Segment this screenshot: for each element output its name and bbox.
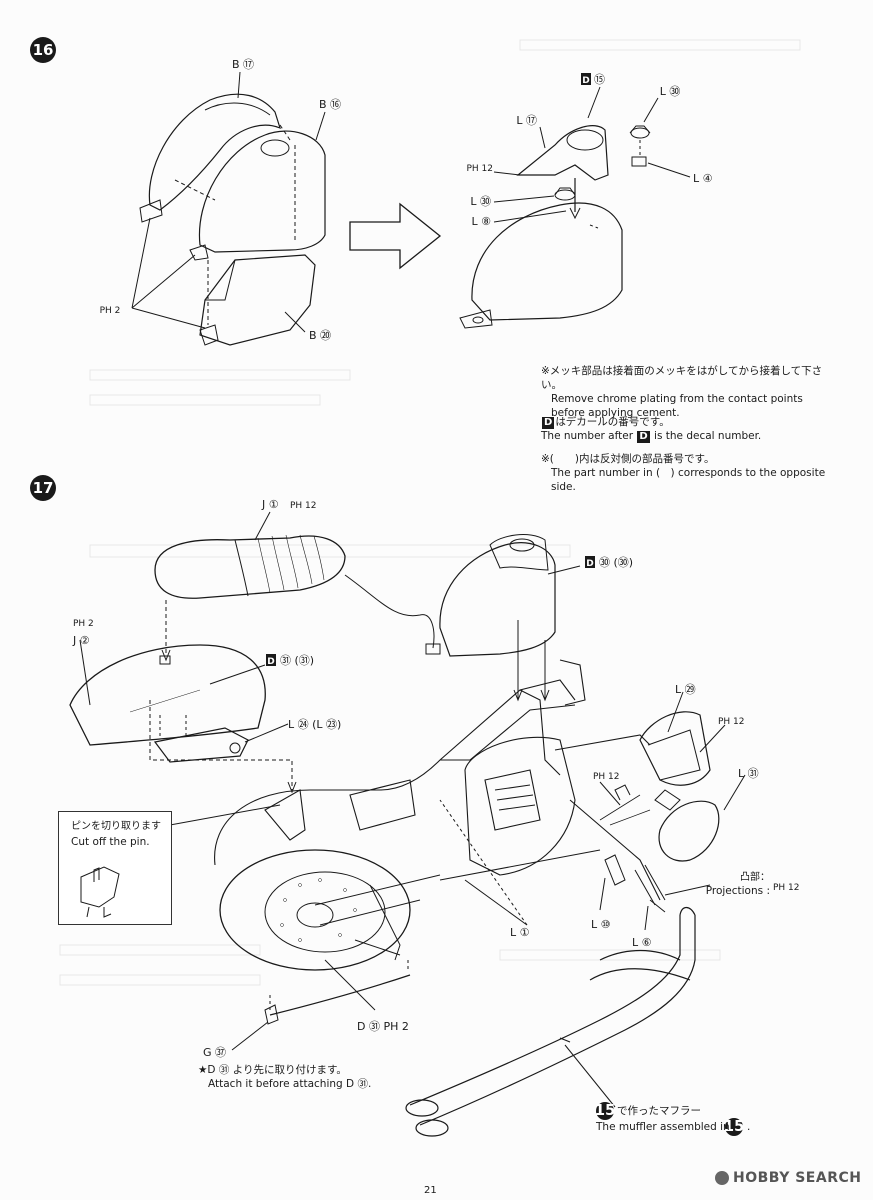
muffler-note-jp-line: で作ったマフラー [617, 1104, 817, 1118]
chrome-note: ※メッキ部品は接着面のメッキをはがしてから接着して下さい。 Remove chr… [541, 364, 841, 420]
svg-text:L ㉚: L ㉚ [660, 85, 681, 98]
rod-g87 [269, 974, 411, 1016]
svg-text:B ⑰: B ⑰ [232, 58, 254, 71]
rear-wheel [219, 849, 441, 971]
svg-text:15: 15 [724, 1117, 745, 1135]
seat-j1 [154, 535, 346, 599]
svg-text:L ①: L ① [510, 926, 530, 939]
svg-text:L ㉔ (L ㉓): L ㉔ (L ㉓) [288, 718, 341, 731]
svg-text:PH 12: PH 12 [718, 717, 745, 727]
svg-text:L ㉛: L ㉛ [738, 767, 759, 780]
cut-pin-jp: ピンを切り取ります [71, 821, 161, 832]
svg-text:L ④: L ④ [693, 172, 713, 185]
svg-text:PH 12: PH 12 [466, 164, 493, 174]
muffler-note-period: . [747, 1121, 751, 1133]
svg-text:PH 12: PH 12 [593, 772, 620, 782]
tank-step17 [439, 542, 556, 657]
chrome-note-jp: ※メッキ部品は接着面のメッキをはがしてから接着して下さい。 [541, 365, 823, 391]
svg-text:D ㉛ PH 2: D ㉛ PH 2 [357, 1020, 409, 1033]
svg-text:㉛ (㉛): ㉛ (㉛) [280, 654, 314, 667]
step-16-badge: 16 [30, 37, 56, 63]
cut-pin-en: Cut off the pin. [71, 836, 150, 848]
attach-first-note: ★D ㉛ より先に取り付けます。 Attach it before attach… [198, 1063, 418, 1091]
svg-text:L ⑰: L ⑰ [516, 114, 537, 127]
opposite-side-note: ※( )内は反対側の部品番号です。 The part number in ( )… [541, 452, 851, 494]
frame-and-engine [214, 659, 661, 901]
svg-text:PH 2: PH 2 [73, 619, 94, 629]
decal-note-en-post: is the decal number. [654, 430, 762, 442]
svg-text:L ㉙: L ㉙ [675, 683, 696, 696]
svg-text:D: D [267, 657, 274, 667]
decal-note-en-pre: The number after [541, 430, 634, 442]
svg-text:J ①: J ① [261, 498, 279, 511]
muffler-step-ref-badge-en: 15 [724, 1117, 745, 1136]
step-arrow-icon [349, 202, 442, 270]
svg-text:D: D [582, 76, 589, 86]
cut-pin-callout: ピンを切り取ります Cut off the pin. [58, 811, 172, 925]
svg-text:PH 2: PH 2 [100, 306, 121, 316]
svg-text:B ⑯: B ⑯ [319, 98, 341, 111]
attach-first-jp: ★D ㉛ より先に取り付けます。 [198, 1064, 347, 1076]
decal-d30-label: D [585, 556, 595, 569]
svg-text:Projections :: Projections : [706, 885, 770, 897]
svg-text:PH 12: PH 12 [773, 883, 800, 893]
muffler [405, 906, 696, 1137]
svg-text:L ⑥: L ⑥ [632, 936, 652, 949]
svg-text:J ②: J ② [72, 634, 90, 647]
watermark-logo-icon [715, 1171, 729, 1185]
svg-text:凸部：: 凸部： [740, 870, 770, 883]
bleed-through-ghost [59, 39, 801, 986]
muffler-note-en-line: The muffler assembled in [596, 1120, 796, 1134]
svg-text:15: 15 [595, 1101, 616, 1119]
cut-pin-detail-drawing [80, 866, 120, 918]
lamp-housing-l29 [639, 711, 711, 786]
svg-text:16: 16 [33, 41, 54, 59]
svg-text:⑮: ⑮ [594, 73, 605, 86]
muffler-step-ref-badge: 15 [595, 1101, 616, 1120]
svg-text:㉚ (㉚): ㉚ (㉚) [599, 556, 633, 569]
assembled-tank [471, 202, 623, 321]
seat-cover-b17 [148, 93, 281, 211]
decal-badge-inline: D [637, 431, 650, 443]
decal-note-jp: はデカールの番号です。 [555, 416, 670, 428]
svg-text:L ⑧: L ⑧ [472, 215, 492, 228]
bracket-l24 [153, 727, 249, 763]
page-number: 21 [424, 1185, 437, 1196]
svg-text:B ⑳: B ⑳ [309, 329, 331, 342]
decal-d31-label: D [266, 654, 276, 667]
svg-text:L ㉚: L ㉚ [470, 195, 491, 208]
lamp-lens-l31 [658, 800, 720, 862]
hobby-search-watermark: HOBBY SEARCH [715, 1170, 861, 1186]
fender-j2 [69, 644, 266, 746]
opposite-side-note-en: The part number in ( ) corresponds to th… [551, 467, 826, 493]
chrome-note-en-2: before applying cement. [551, 407, 680, 419]
decal-d15-label: D ⑮ [581, 73, 605, 86]
svg-text:17: 17 [33, 479, 54, 497]
dash-cover-l17 [516, 125, 609, 181]
chrome-note-en-1: Remove chrome plating from the contact p… [551, 393, 803, 405]
watermark-text: HOBBY SEARCH [733, 1170, 862, 1186]
tank-b16 [198, 130, 326, 253]
tray-b20 [199, 254, 316, 346]
muffler-note-en: The muffler assembled in [596, 1121, 730, 1133]
muffler-note-jp: で作ったマフラー [617, 1105, 701, 1117]
svg-text:PH 12: PH 12 [290, 501, 317, 511]
attach-first-en: Attach it before attaching D ㉛. [208, 1078, 372, 1090]
svg-text:D: D [586, 559, 593, 569]
svg-text:L ⑩: L ⑩ [591, 918, 611, 931]
step-17-badge: 17 [30, 475, 56, 501]
opposite-side-note-jp: ※( )内は反対側の部品番号です。 [541, 453, 715, 465]
svg-text:G ㊲: G ㊲ [203, 1046, 226, 1059]
decal-badge: D [542, 417, 555, 429]
